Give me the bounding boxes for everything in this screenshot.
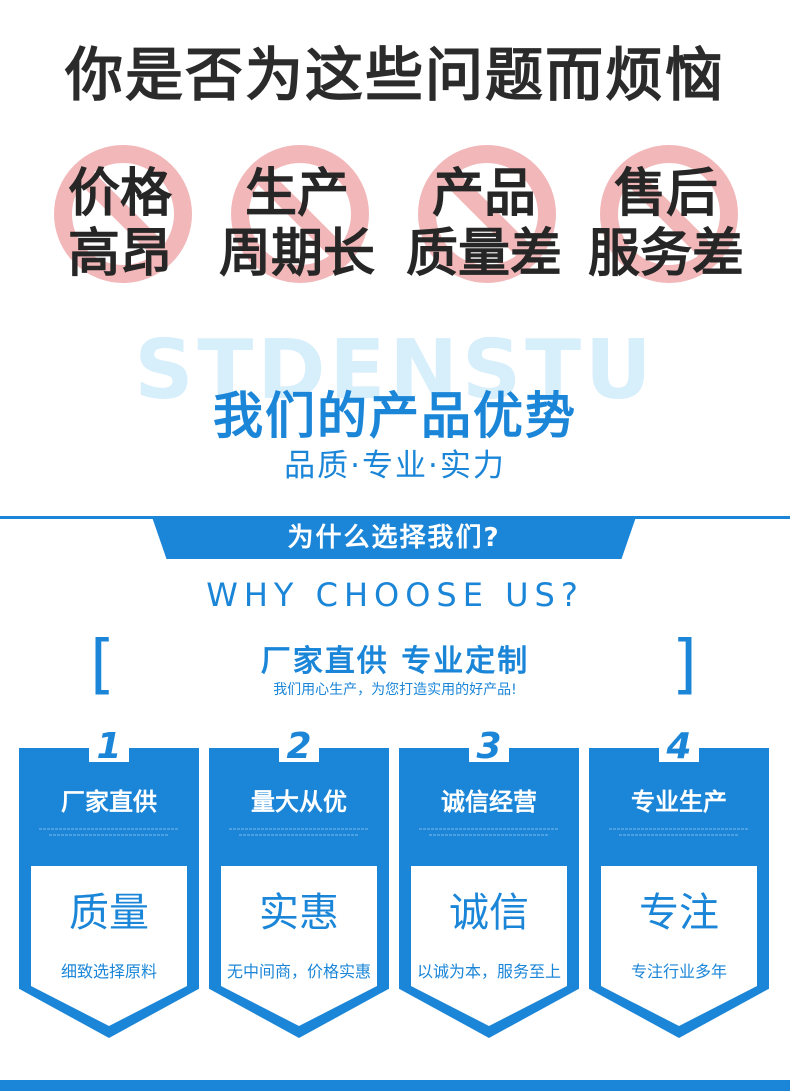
card-number: 3: [476, 726, 502, 767]
feature-card-4: 4 专业生产 专注 专注行业多年: [589, 726, 769, 1038]
problem-line1: 售后: [613, 164, 718, 224]
left-bracket: [: [90, 628, 115, 702]
slogan: 厂家直供 专业定制: [260, 644, 530, 679]
watermark-text: STDENSTU: [134, 323, 656, 418]
prohibited-icon: [600, 145, 738, 283]
card-keyword: 质量: [69, 890, 149, 936]
problem-line1: 产品: [431, 164, 536, 224]
decorative-lines: [609, 828, 749, 836]
advantage-title: 我们的产品优势: [213, 387, 577, 445]
card-panel: [31, 866, 187, 1026]
problem-line2: 服务差: [587, 224, 744, 284]
headline: 你是否为这些问题而烦恼: [64, 41, 725, 109]
card-notch: [469, 748, 509, 762]
card-notch: [279, 748, 319, 762]
card-description: 以诚为本，服务至上: [416, 962, 561, 981]
why-banner: 为什么选择我们?: [152, 517, 636, 559]
card-panel: [411, 866, 567, 1026]
problem-price: 价格 高昂: [28, 142, 212, 292]
problem-line1: 价格: [67, 164, 172, 224]
card-keyword: 专注: [639, 890, 719, 936]
problem-service: 售后 服务差: [574, 142, 758, 292]
card-panel: [601, 866, 757, 1026]
feature-card-1: 1 厂家直供 质量 细致选择原料: [19, 726, 199, 1038]
feature-card-2: 2 量大从优 实惠 无中间商，价格实惠: [209, 726, 389, 1038]
problem-cycle: 生产 周期长: [205, 142, 389, 292]
why-english: WHY CHOOSE US?: [206, 576, 584, 614]
card-notch: [89, 748, 129, 762]
card-title: 专业生产: [631, 788, 727, 816]
card-title: 厂家直供: [61, 788, 157, 816]
prohibited-icon: [418, 145, 556, 283]
problem-line2: 高昂: [67, 224, 172, 284]
slogan-subtitle: 我们用心生产，为您打造实用的好产品!: [273, 682, 517, 698]
card-keyword: 实惠: [259, 890, 339, 936]
card-number: 4: [666, 726, 692, 767]
problem-line2: 周期长: [218, 224, 375, 284]
card-description: 专注行业多年: [630, 962, 727, 981]
problem-quality: 产品 质量差: [392, 142, 576, 292]
bottom-bar: [0, 1080, 790, 1091]
card-title: 诚信经营: [441, 788, 537, 816]
problem-line1: 生产: [244, 164, 349, 224]
card-number: 2: [286, 726, 312, 767]
card-number: 1: [96, 726, 122, 767]
right-bracket: ]: [672, 628, 697, 702]
advantage-subtitle: 品质·专业·实力: [284, 448, 506, 484]
decorative-lines: [39, 828, 179, 836]
card-title: 量大从优: [251, 788, 347, 816]
decorative-lines: [419, 828, 559, 836]
card-description: 细致选择原料: [60, 962, 157, 981]
feature-card-3: 3 诚信经营 诚信 以诚为本，服务至上: [399, 726, 579, 1038]
card-keyword: 诚信: [449, 890, 529, 936]
card-panel: [221, 866, 377, 1026]
prohibited-icon: [231, 145, 369, 283]
decorative-lines: [229, 828, 369, 836]
card-description: 无中间商，价格实惠: [226, 962, 371, 981]
prohibited-icon: [54, 145, 192, 283]
card-notch: [659, 748, 699, 762]
problem-line2: 质量差: [405, 224, 562, 284]
